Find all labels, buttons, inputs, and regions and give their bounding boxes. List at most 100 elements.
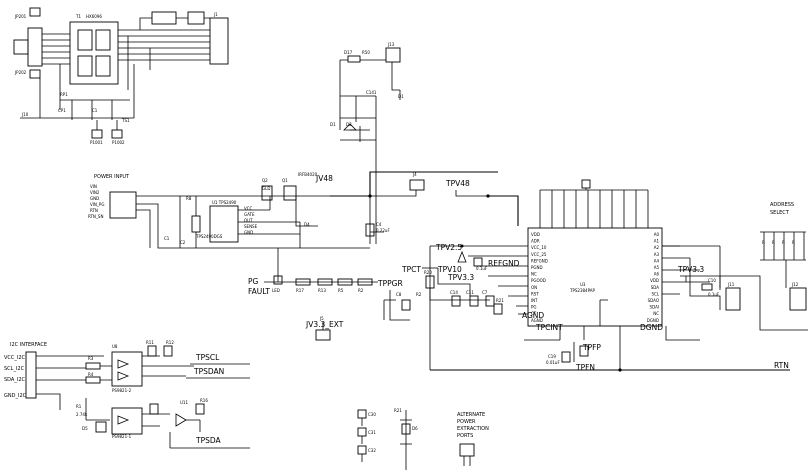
svg-text:GND: GND: [244, 230, 253, 235]
svg-text:D5: D5: [82, 426, 88, 431]
agnd-label: AGND: [522, 311, 544, 320]
u3-pin-label-left: VDD: [531, 232, 540, 237]
svg-text:C31: C31: [368, 430, 376, 435]
alt-label-1: ALTERNATE: [457, 412, 485, 418]
u3-pin-label-left: REFGND: [531, 258, 548, 263]
u3-pin-label-right: SDAI: [650, 305, 659, 310]
u3-pin-label-right: SDA: [651, 285, 660, 290]
svg-text:R13: R13: [318, 288, 326, 293]
svg-text:J11: J11: [727, 282, 735, 287]
svg-text:U3: U3: [580, 282, 586, 287]
vcc-i2c-label: VCC_I2C: [4, 355, 26, 361]
svg-text:P1001: P1001: [90, 140, 103, 145]
u3-pin-label-left: VCC_10: [531, 245, 547, 250]
tpfn-label: TPFN: [575, 363, 595, 372]
svg-text:JP201: JP201: [14, 14, 27, 19]
u3-left-pins: VDDADRVCC_10VCC_25REFGNDPGNDNCPGOODONRST…: [531, 232, 548, 323]
svg-text:TS1: TS1: [121, 118, 130, 123]
svg-text:GND: GND: [90, 196, 99, 201]
svg-text:R3: R3: [88, 356, 94, 361]
tpfp-label: TPFP: [582, 343, 601, 352]
scl-i2c-label: SCL_I2C: [4, 366, 25, 372]
u3-pin-label-left: ON: [531, 285, 537, 290]
svg-text:R21: R21: [394, 408, 402, 413]
svg-text:R5: R5: [338, 288, 344, 293]
svg-text:R12: R12: [166, 340, 174, 345]
jumper-alt2: [789, 287, 807, 311]
svg-text:IRFB4020: IRFB4020: [298, 172, 318, 177]
svg-text:T1: T1: [75, 14, 81, 19]
u3-pin-label-right: A0: [654, 232, 660, 237]
gnd-i2c-label: GND_I2C: [4, 393, 27, 399]
svg-text:R2: R2: [416, 292, 422, 297]
tpct-label: TPCT: [401, 265, 421, 274]
svg-text:C1: C1: [92, 108, 98, 113]
svg-text:C4: C4: [376, 222, 382, 227]
svg-text:R2: R2: [358, 288, 364, 293]
svg-text:R17: R17: [296, 288, 304, 293]
jumper-alt1: [725, 287, 741, 311]
svg-text:RTN: RTN: [90, 208, 98, 213]
svg-text:VIN: VIN: [90, 184, 97, 189]
alternate-power-extraction: ALTERNATE POWER EXTRACTION PORTS: [457, 412, 489, 466]
i2c-interface-section: I2C INTERFACE VCC_I2C SCL_I2C SDA_I2C GN…: [4, 340, 250, 449]
svg-text:J10: J10: [21, 112, 29, 117]
dgnd-label: DGND: [640, 323, 663, 332]
top-bridge-circuit: D17 R50 J13 C141 D1 D1 D2: [330, 42, 404, 142]
rtn-label: RTN: [774, 361, 789, 370]
svg-text:U1 TPS2490: U1 TPS2490: [212, 200, 237, 205]
jumper-jv48: [409, 179, 425, 191]
svg-text:D4: D4: [304, 222, 310, 227]
tpv10-label: TPV10: [437, 265, 462, 274]
u3-pin-label-right: SDAO: [648, 298, 659, 303]
u3-pin-label-left: PG: [531, 305, 537, 310]
svg-text:R: R: [762, 240, 765, 245]
svg-text:LED: LED: [272, 288, 280, 293]
optocoupler-u8: [111, 351, 143, 387]
svg-text:R1: R1: [76, 404, 82, 409]
svg-text:C2: C2: [180, 240, 186, 245]
svg-text:J12: J12: [791, 282, 799, 287]
u3-pin-label-right: A1: [654, 239, 660, 244]
svg-text:R: R: [792, 240, 795, 245]
svg-text:GLD: GLD: [262, 186, 270, 191]
svg-text:P1002: P1002: [112, 140, 125, 145]
u3-pin-label-right: DGND: [647, 318, 659, 323]
pg-fault-chain: PG FAULT LED R17 R13 R5 R2: [248, 248, 378, 296]
u3-pin-label-right: A5: [654, 265, 660, 270]
svg-text:Q2: Q2: [262, 178, 268, 183]
u3-pin-label-left: NC: [531, 272, 537, 277]
svg-text:U11: U11: [180, 400, 188, 405]
svg-text:R: R: [772, 240, 775, 245]
sda-i2c-label: SDA_I2C: [4, 377, 26, 383]
u3-left-nets: TPCT TPV2.5 TPV10 TPV3.3 REFGND 0.1uF TP…: [377, 243, 700, 370]
u3-pin-label-right: NC: [653, 311, 659, 316]
power-input-section: POWER INPUT VIN VIN2 GND VIN_PG RTN RTN_…: [88, 172, 370, 249]
address-select-area: TPV3.3 C10 0.1uF J11 ADDRESS SELECT R R …: [662, 202, 808, 331]
alt-label-3: EXTRACTION: [457, 426, 489, 432]
u3-pin-label-left: RST: [531, 291, 539, 296]
svg-text:D6: D6: [412, 426, 418, 431]
svg-text:GATE: GATE: [244, 212, 255, 217]
svg-text:R21: R21: [496, 298, 504, 303]
svg-text:D17: D17: [344, 50, 353, 55]
address-select-label-2: SELECT: [770, 210, 790, 216]
address-select-label-1: ADDRESS: [770, 202, 794, 208]
svg-text:PS9821-2: PS9821-2: [112, 388, 132, 393]
u3-pin-label-left: ADR: [531, 239, 540, 244]
svg-text:RTN_SN: RTN_SN: [88, 214, 103, 219]
svg-text:R16: R16: [200, 398, 208, 403]
svg-text:TPS2490DGS: TPS2490DGS: [195, 234, 223, 239]
tpsdan-label: TPSDAN: [193, 367, 224, 376]
svg-text:R11: R11: [146, 340, 154, 345]
svg-text:C141: C141: [366, 90, 377, 95]
jv3-3-ext-label: JV3.3_EXT: [305, 320, 344, 329]
svg-text:C19: C19: [548, 354, 556, 359]
tpfp-tpfn-area: TPFP TPFN C19 0.01uF: [546, 326, 601, 372]
svg-text:C7: C7: [482, 290, 488, 295]
tppgr-label: TPPGR: [377, 279, 403, 288]
svg-text:VCC: VCC: [244, 206, 253, 211]
svg-text:R: R: [782, 240, 785, 245]
pg-fault-label-1: PG: [248, 277, 259, 286]
